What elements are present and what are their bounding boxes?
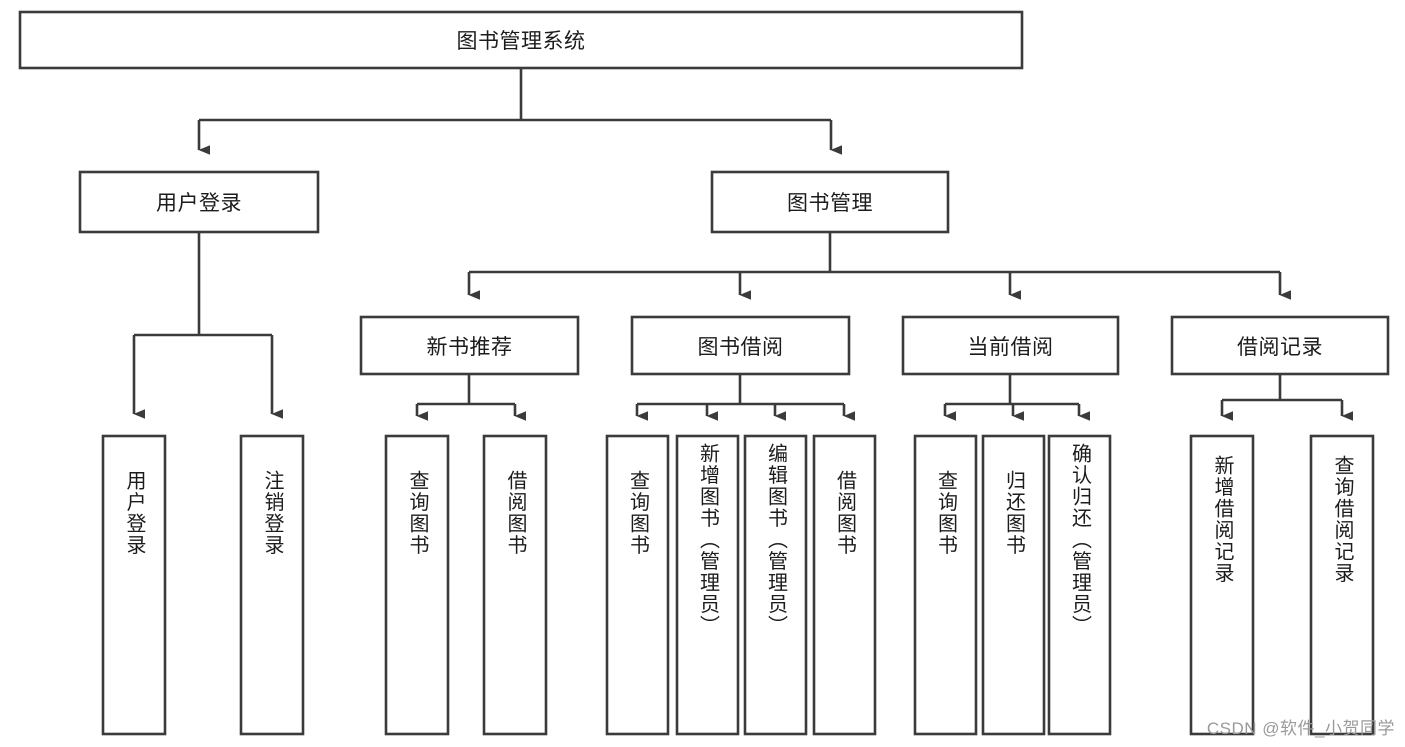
- node-box-nbr-borrow-book[interactable]: [482, 434, 548, 736]
- node-box-cb-query-book[interactable]: [913, 434, 978, 736]
- connector-user-login-to-leaves: [132, 232, 283, 419]
- connector-new-book-recommend-to-leaves: [415, 374, 526, 421]
- connector-root-to-level2: [197, 68, 842, 155]
- node-box-leaf-user-login[interactable]: [101, 434, 167, 736]
- node-box-bb-add-book[interactable]: [675, 434, 740, 736]
- node-box-user-login[interactable]: [78, 170, 320, 234]
- node-box-root[interactable]: [18, 10, 1024, 70]
- node-box-br-add-record[interactable]: [1189, 434, 1255, 736]
- node-box-bb-edit-book[interactable]: [743, 434, 808, 736]
- node-box-nbr-query-book[interactable]: [384, 434, 450, 736]
- node-box-bb-borrow-book[interactable]: [812, 434, 877, 736]
- connector-book-management-to-level3: [467, 232, 1291, 300]
- node-box-book-management[interactable]: [710, 170, 950, 234]
- node-box-book-borrow[interactable]: [630, 315, 851, 376]
- node-box-new-book-recommend[interactable]: [359, 315, 580, 376]
- connector-current-borrow-to-leaves: [943, 374, 1090, 421]
- node-box-bb-query-book[interactable]: [605, 434, 670, 736]
- node-box-leaf-user-logout[interactable]: [239, 434, 305, 736]
- connector-book-borrow-to-leaves: [635, 374, 855, 421]
- connector-borrow-record-to-leaves: [1220, 374, 1353, 421]
- node-box-borrow-record[interactable]: [1170, 315, 1390, 376]
- node-box-cb-return-book[interactable]: [981, 434, 1046, 736]
- node-box-current-borrow[interactable]: [901, 315, 1120, 376]
- node-box-br-query-record[interactable]: [1309, 434, 1375, 736]
- node-box-cb-confirm-return[interactable]: [1047, 434, 1112, 736]
- watermark-text: CSDN @软件_小贺同学: [1206, 719, 1395, 738]
